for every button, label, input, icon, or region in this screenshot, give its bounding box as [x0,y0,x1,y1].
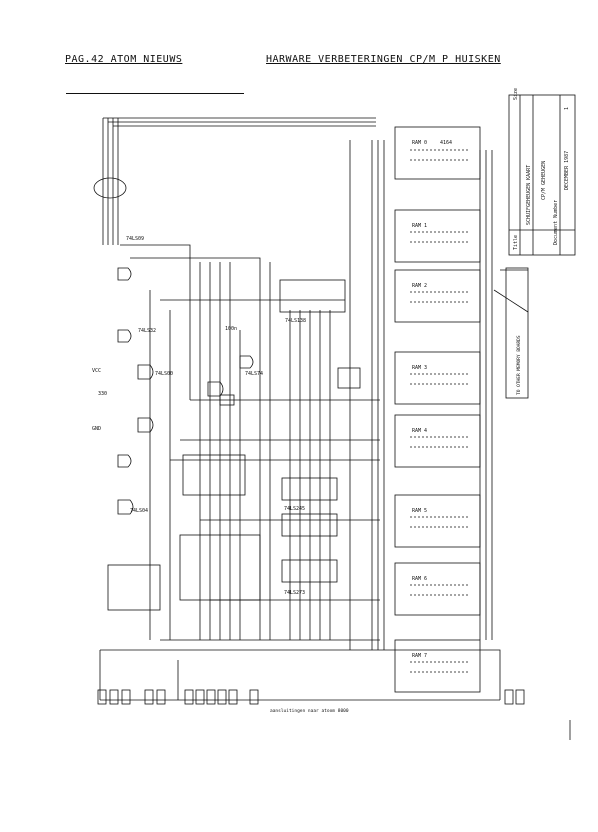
ram-chip-6 [394,562,481,616]
part-label-1: 74LS09 [126,236,144,242]
ram-label-2: RAM 2 [412,283,427,289]
ram-chip-2 [394,269,481,323]
part-label-4: 74LS00 [155,371,173,377]
ram-label-6: RAM 6 [412,576,427,582]
ram-chip-3 [394,351,481,405]
ram-chip-5 [394,494,481,548]
header-right: HARWARE VERBETERINGEN CP/M P HUISKEN [266,54,501,65]
part-label-9: 4164 [440,140,452,146]
part-label-7: 74LS245 [284,506,305,512]
ram-label-5: RAM 5 [412,508,427,514]
connector-ellipse [93,177,127,199]
capacitor-label: 100n [225,326,237,332]
title-block-size: Size [513,88,519,100]
part-label-6: 74LS04 [130,508,148,514]
bottom-note: aansluitingen naar atoom 8000 [270,708,349,714]
title-block-title-label: Title [513,235,519,250]
header-rule [66,93,244,94]
resistor-label: 330 [98,391,107,397]
part-label-5: 74LS74 [245,371,263,377]
part-label-vcc: VCC [92,368,101,374]
ram-chip-0 [394,126,481,180]
title-block-title-value: CP/M GEHEUGEN [541,161,547,200]
title-block-subtitle: SCHUIFGEHEUGEN KAART [526,165,532,225]
part-label-2: 74LS32 [138,328,156,334]
ram-label-0: RAM 0 [412,140,427,146]
title-block-date: DECEMBER 1987 [564,151,570,190]
header-left: PAG.42 ATOM NIEUWS [65,54,183,65]
ram-label-7: RAM 7 [412,653,427,659]
title-block-docnum: Document Number [553,200,559,245]
ram-label-4: RAM 4 [412,428,427,434]
title-block-revision: 1 [564,107,570,110]
ram-chip-1 [394,209,481,263]
ram-chip-4 [394,414,481,468]
part-label-gnd: GND [92,426,101,432]
ram-label-3: RAM 3 [412,365,427,371]
ram-label-1: RAM 1 [412,223,427,229]
part-label-3: 74LS138 [285,318,306,324]
part-label-8: 74LS273 [284,590,305,596]
vertical-note: TO OTHER MEMORY BOARDS [516,335,522,395]
ram-chip-7 [394,639,481,693]
